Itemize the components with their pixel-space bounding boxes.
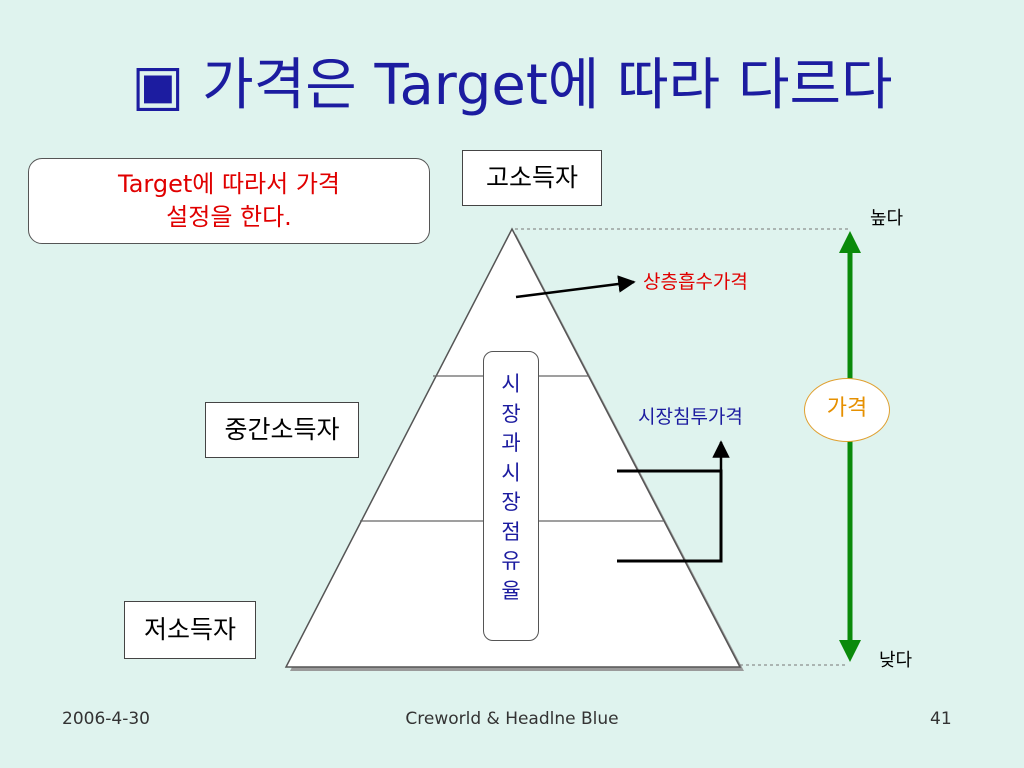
scale-high-label: 높다: [870, 208, 904, 229]
middle-income-box: 중간소득자: [205, 402, 359, 458]
callout-line-2: 설정을 한다.: [166, 203, 292, 231]
market-share-char: 시: [501, 460, 521, 485]
footer-date: 2006-4-30: [62, 709, 150, 729]
scale-low-label: 낮다: [879, 650, 913, 671]
price-scale-down-arrow: [839, 640, 861, 662]
callout-box: Target에 따라서 가격 설정을 한다.: [28, 158, 430, 244]
market-share-char: 시: [501, 372, 521, 396]
market-share-char: 율: [501, 578, 521, 603]
high-income-box: 고소득자: [462, 150, 602, 206]
page-number: 41: [930, 709, 952, 729]
callout-line-1: Target에 따라서 가격: [118, 170, 340, 198]
price-oval: 가격: [804, 378, 890, 442]
market-share-char: 유: [501, 549, 521, 573]
penetration-price-label: 시장침투가격: [638, 406, 743, 428]
market-share-label: 시 장 과 시 장 점 유 율: [483, 351, 539, 641]
market-share-char: 과: [501, 431, 521, 455]
skimming-price-label: 상층흡수가격: [643, 271, 748, 293]
footer-credit: Creworld & Headlne Blue: [405, 709, 619, 729]
market-share-char: 점: [501, 519, 521, 544]
penetration-bracket: [617, 469, 723, 563]
price-scale-up-arrow: [839, 231, 861, 253]
market-share-char: 장: [501, 490, 521, 514]
skim-arrow: [515, 275, 636, 299]
low-income-box: 저소득자: [124, 601, 256, 659]
market-share-char: 장: [501, 401, 521, 426]
slide-title: ▣ 가격은 Target에 따라 다르다: [131, 53, 893, 118]
